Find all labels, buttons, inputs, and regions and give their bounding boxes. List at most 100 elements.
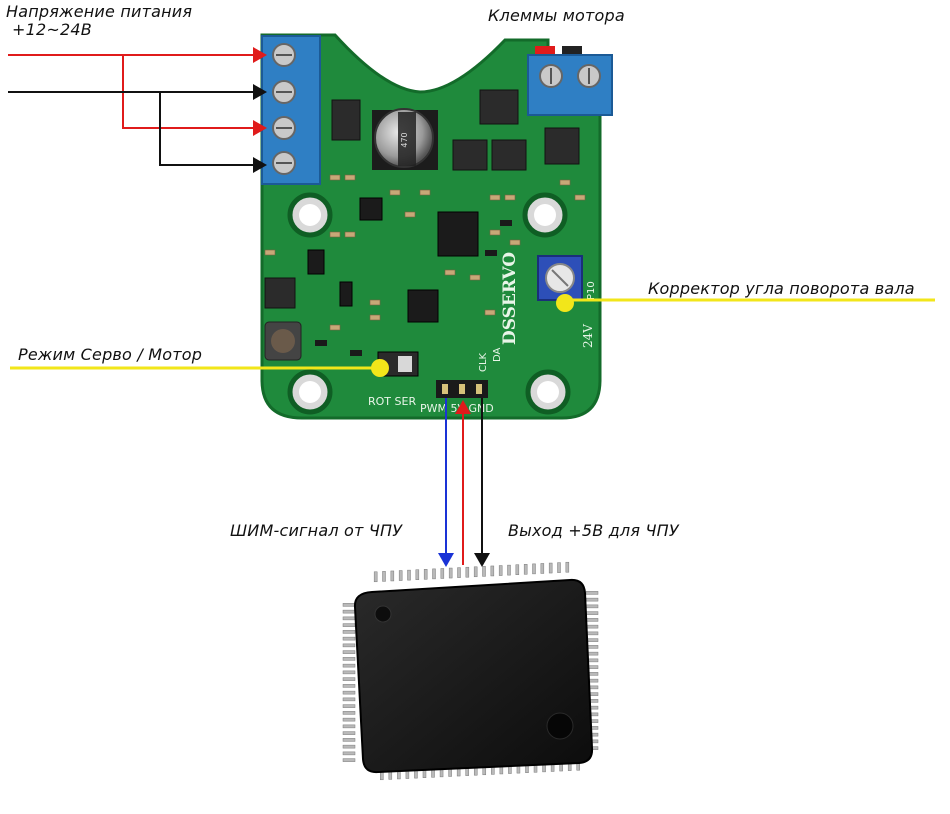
- silk-p10-text: P10: [586, 281, 597, 300]
- power-supply-wires: [8, 47, 267, 173]
- chip-pin: [482, 566, 486, 577]
- capacitor-value-text: 470: [400, 132, 409, 147]
- motor-terminals-label: Клеммы мотора: [488, 6, 625, 25]
- chip-pin: [342, 704, 356, 708]
- yellow-pointers: [10, 294, 935, 377]
- chip-body: [353, 578, 594, 774]
- chip-pin: [373, 571, 378, 583]
- pin-header: [436, 380, 488, 398]
- ic-chip: [407, 289, 439, 323]
- silk-clk-text: CLK: [478, 352, 489, 372]
- chip-pin: [342, 711, 356, 715]
- chip-pin: [585, 624, 599, 629]
- chip-pin: [342, 758, 356, 762]
- chip-pin: [342, 697, 356, 702]
- silk-mode-text: ROT SER: [368, 395, 416, 408]
- ic-chip: [339, 281, 353, 307]
- chip-pin: [342, 650, 356, 654]
- chip-pin: [342, 724, 356, 729]
- chip-pin: [523, 564, 528, 575]
- silk-board-name: DSSERVO: [500, 252, 520, 345]
- chip-mount-dot: [546, 712, 574, 740]
- power-inductor: [264, 321, 302, 361]
- chip-pin: [423, 569, 428, 580]
- chip-pin: [557, 562, 561, 573]
- chip-pin: [585, 611, 599, 615]
- inductor: [264, 277, 296, 309]
- silk-24v-text: 24V: [581, 324, 595, 348]
- chip-pin: [565, 561, 570, 573]
- chip-pin: [415, 569, 420, 580]
- chip-pin: [342, 684, 356, 688]
- chip-pin: [448, 567, 453, 579]
- ic-chip: [437, 211, 479, 257]
- mosfet: [544, 127, 580, 165]
- chip-pin: [342, 630, 356, 634]
- chip-pin: [465, 566, 470, 578]
- chip-pin: [398, 570, 403, 581]
- ic-chip: [307, 249, 325, 275]
- chip-pin: [342, 717, 356, 722]
- angle-pointer-dot: [556, 294, 574, 312]
- chip-pin: [585, 618, 599, 622]
- chip-pin: [342, 616, 356, 621]
- red-wire-branch: [122, 55, 267, 136]
- mounting-hole: [525, 369, 571, 415]
- ic-chip: [359, 197, 383, 221]
- chip-pin: [342, 609, 356, 614]
- chip-pin: [342, 636, 356, 641]
- motor-terminal-block: [527, 46, 613, 116]
- mode-pointer-dot: [371, 359, 389, 377]
- chip-pin: [342, 657, 356, 661]
- mosfet: [479, 89, 519, 125]
- mosfet: [331, 99, 361, 141]
- mounting-hole: [287, 369, 333, 415]
- chip-pin: [490, 565, 495, 577]
- servo-driver-board: 470: [260, 33, 613, 420]
- mounting-hole: [522, 192, 568, 238]
- chip-pin: [342, 744, 356, 749]
- silk-da-text: DA: [492, 347, 503, 362]
- chip-pin: [342, 670, 356, 675]
- supply-voltage-title: Напряжение питания: [6, 2, 193, 21]
- chip-pin: [457, 567, 461, 578]
- angle-potentiometer: [537, 255, 583, 301]
- smd-components: [264, 174, 586, 331]
- chip-pin1-marker: [374, 605, 392, 623]
- angle-corrector-label: Корректор угла поворота вала: [648, 279, 915, 298]
- mounting-hole: [287, 192, 333, 238]
- chip-pin: [532, 563, 536, 575]
- chip-pin: [585, 597, 599, 602]
- cnc-controller-chip: [342, 561, 599, 781]
- chip-pin: [548, 562, 553, 574]
- chip-pin: [342, 643, 356, 648]
- chip-pin: [540, 563, 545, 574]
- chip-pin: [342, 677, 356, 681]
- chip-pin: [432, 568, 436, 580]
- electrolytic-capacitor: 470: [372, 108, 438, 170]
- chip-pin: [342, 623, 356, 627]
- chip-pin: [342, 690, 356, 695]
- chip-pin: [390, 570, 395, 582]
- signal-wires: [438, 398, 490, 567]
- chip-pin: [342, 738, 356, 742]
- supply-voltage-value: +12~24В: [12, 20, 92, 39]
- chip-pin: [507, 564, 511, 576]
- chip-pin: [585, 604, 599, 609]
- chip-pin: [382, 571, 386, 582]
- mosfet: [452, 139, 488, 171]
- chip-pin: [473, 566, 478, 578]
- chip-pin: [407, 569, 411, 581]
- chip-pin: [440, 568, 445, 579]
- chip-pin: [498, 565, 503, 576]
- pwm-signal-label: ШИМ-сигнал от ЧПУ: [230, 521, 403, 540]
- chip-pin: [342, 751, 356, 756]
- output-5v-label: Выход +5В для ЧПУ: [508, 521, 679, 540]
- chip-pin: [342, 603, 356, 607]
- chip-pin: [342, 663, 356, 668]
- chip-pin: [585, 591, 599, 595]
- ceramic-capacitors: [315, 220, 512, 356]
- mode-switch-label: Режим Серво / Мотор: [18, 345, 203, 364]
